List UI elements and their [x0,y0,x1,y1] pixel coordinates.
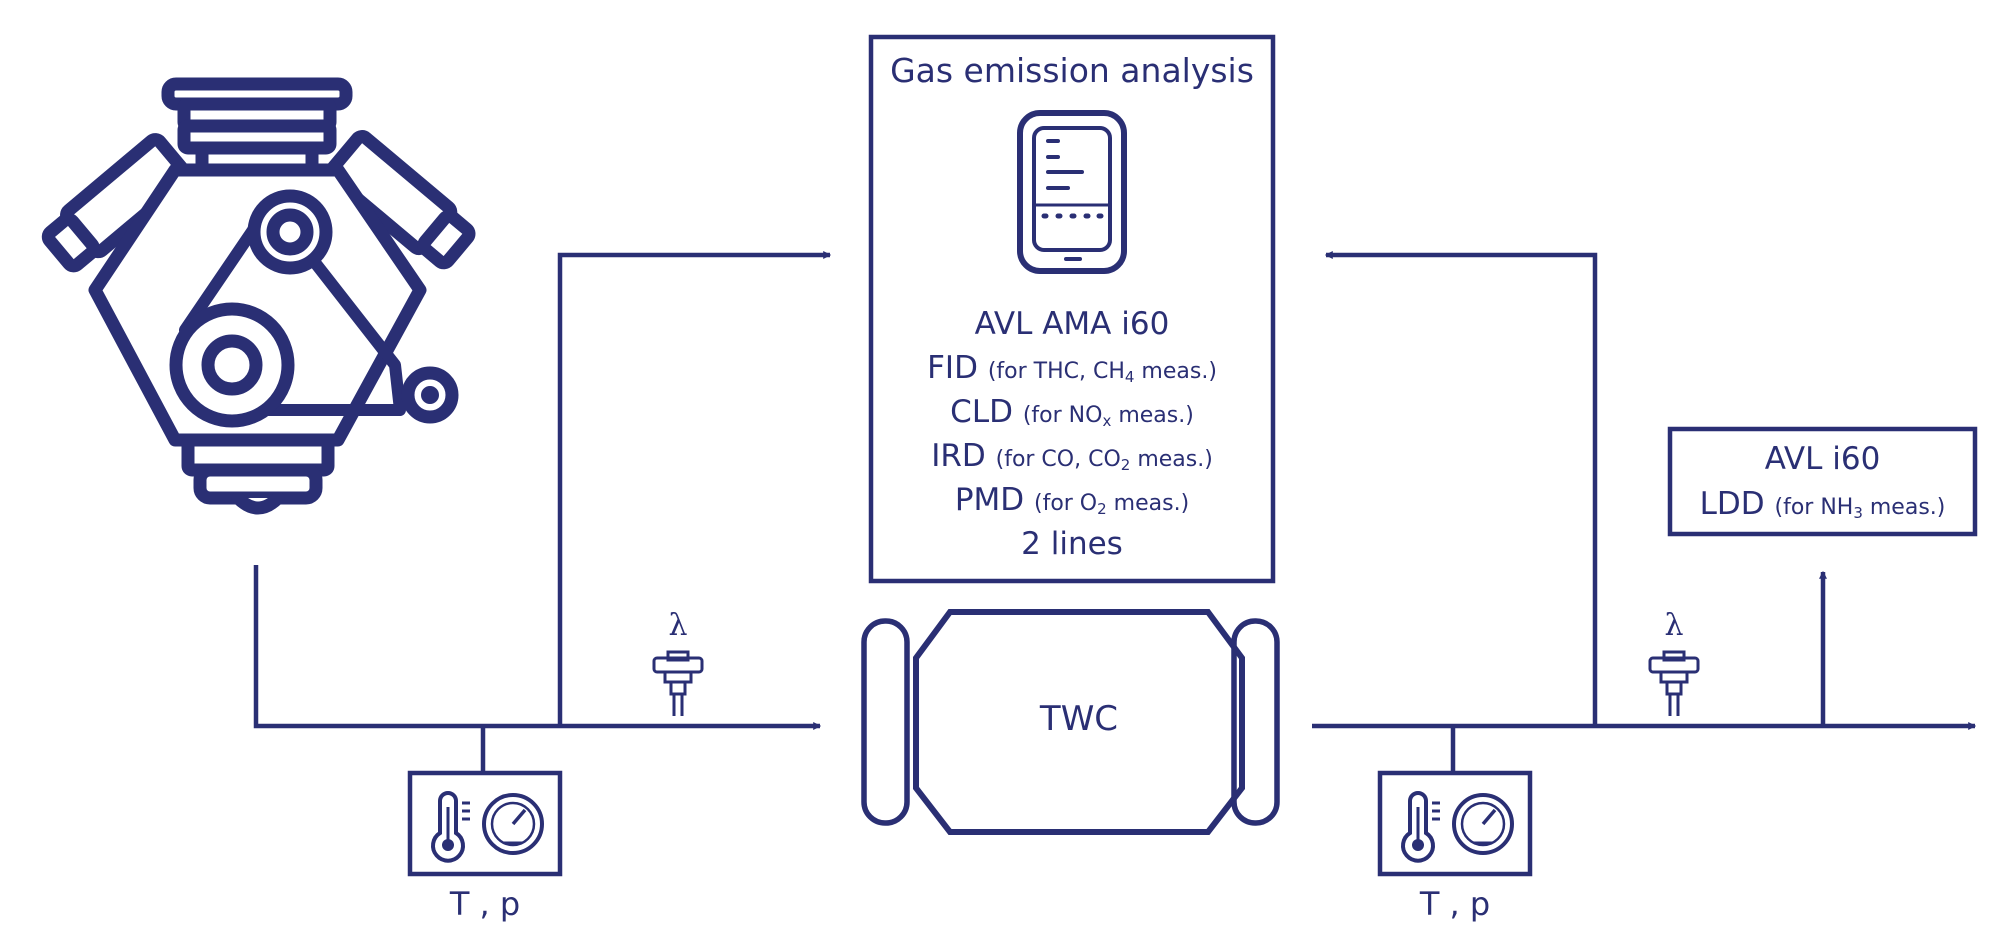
ldd-line: LDD (for NH3 meas.) [1670,482,1975,530]
pmd-line: PMD (for O2 meas.) [871,478,1273,526]
sample-line-downstream [1324,251,1598,726]
analyzer-device-icon [1017,110,1127,274]
ird-label: IRD [931,438,986,474]
ldd-device-name: AVL i60 [1764,441,1881,477]
tp-sensor-downstream [1377,770,1533,877]
engine-icon [41,77,476,515]
pmd-note: (for O2 meas.) [1033,491,1190,518]
ird-line: IRD (for CO, CO2 meas.) [871,434,1273,482]
tp-label-downstream: T , p [1419,885,1491,923]
fid-note: (for THC, CH4 meas.) [987,359,1217,386]
twc-label: TWC [1039,699,1119,739]
tp-sensor-upstream [407,770,563,877]
pmd-label: PMD [954,482,1025,518]
ldd-label: LDD [1699,486,1765,522]
sample-line-upstream [557,251,832,726]
ldd-note: (for NH3 meas.) [1774,495,1946,522]
cld-label: CLD [950,394,1013,430]
cld-line: CLD (for NOx meas.) [871,390,1273,438]
gas-box-title: Gas emission analysis [890,51,1254,90]
tp-label-upstream: T , p [449,885,521,923]
ird-note: (for CO, CO2 meas.) [995,447,1213,474]
twc-catalyst [861,609,1280,835]
analyzer-name: AVL AMA i60 [974,306,1170,342]
cld-note: (for NOx meas.) [1022,403,1194,430]
exhaust-line-upstream [253,565,822,730]
lambda-sensor-icon-downstream [1648,650,1700,716]
ldd-box [1667,426,1978,537]
sample-lines-count: 2 lines [1021,526,1123,562]
lambda-label-upstream: λ [668,608,688,643]
lambda-sensor-icon-upstream [652,650,704,716]
lambda-label-downstream: λ [1664,608,1684,643]
fid-line: FID (for THC, CH4 meas.) [871,346,1273,394]
fid-label: FID [927,350,978,386]
gas-analysis-box [868,34,1276,584]
